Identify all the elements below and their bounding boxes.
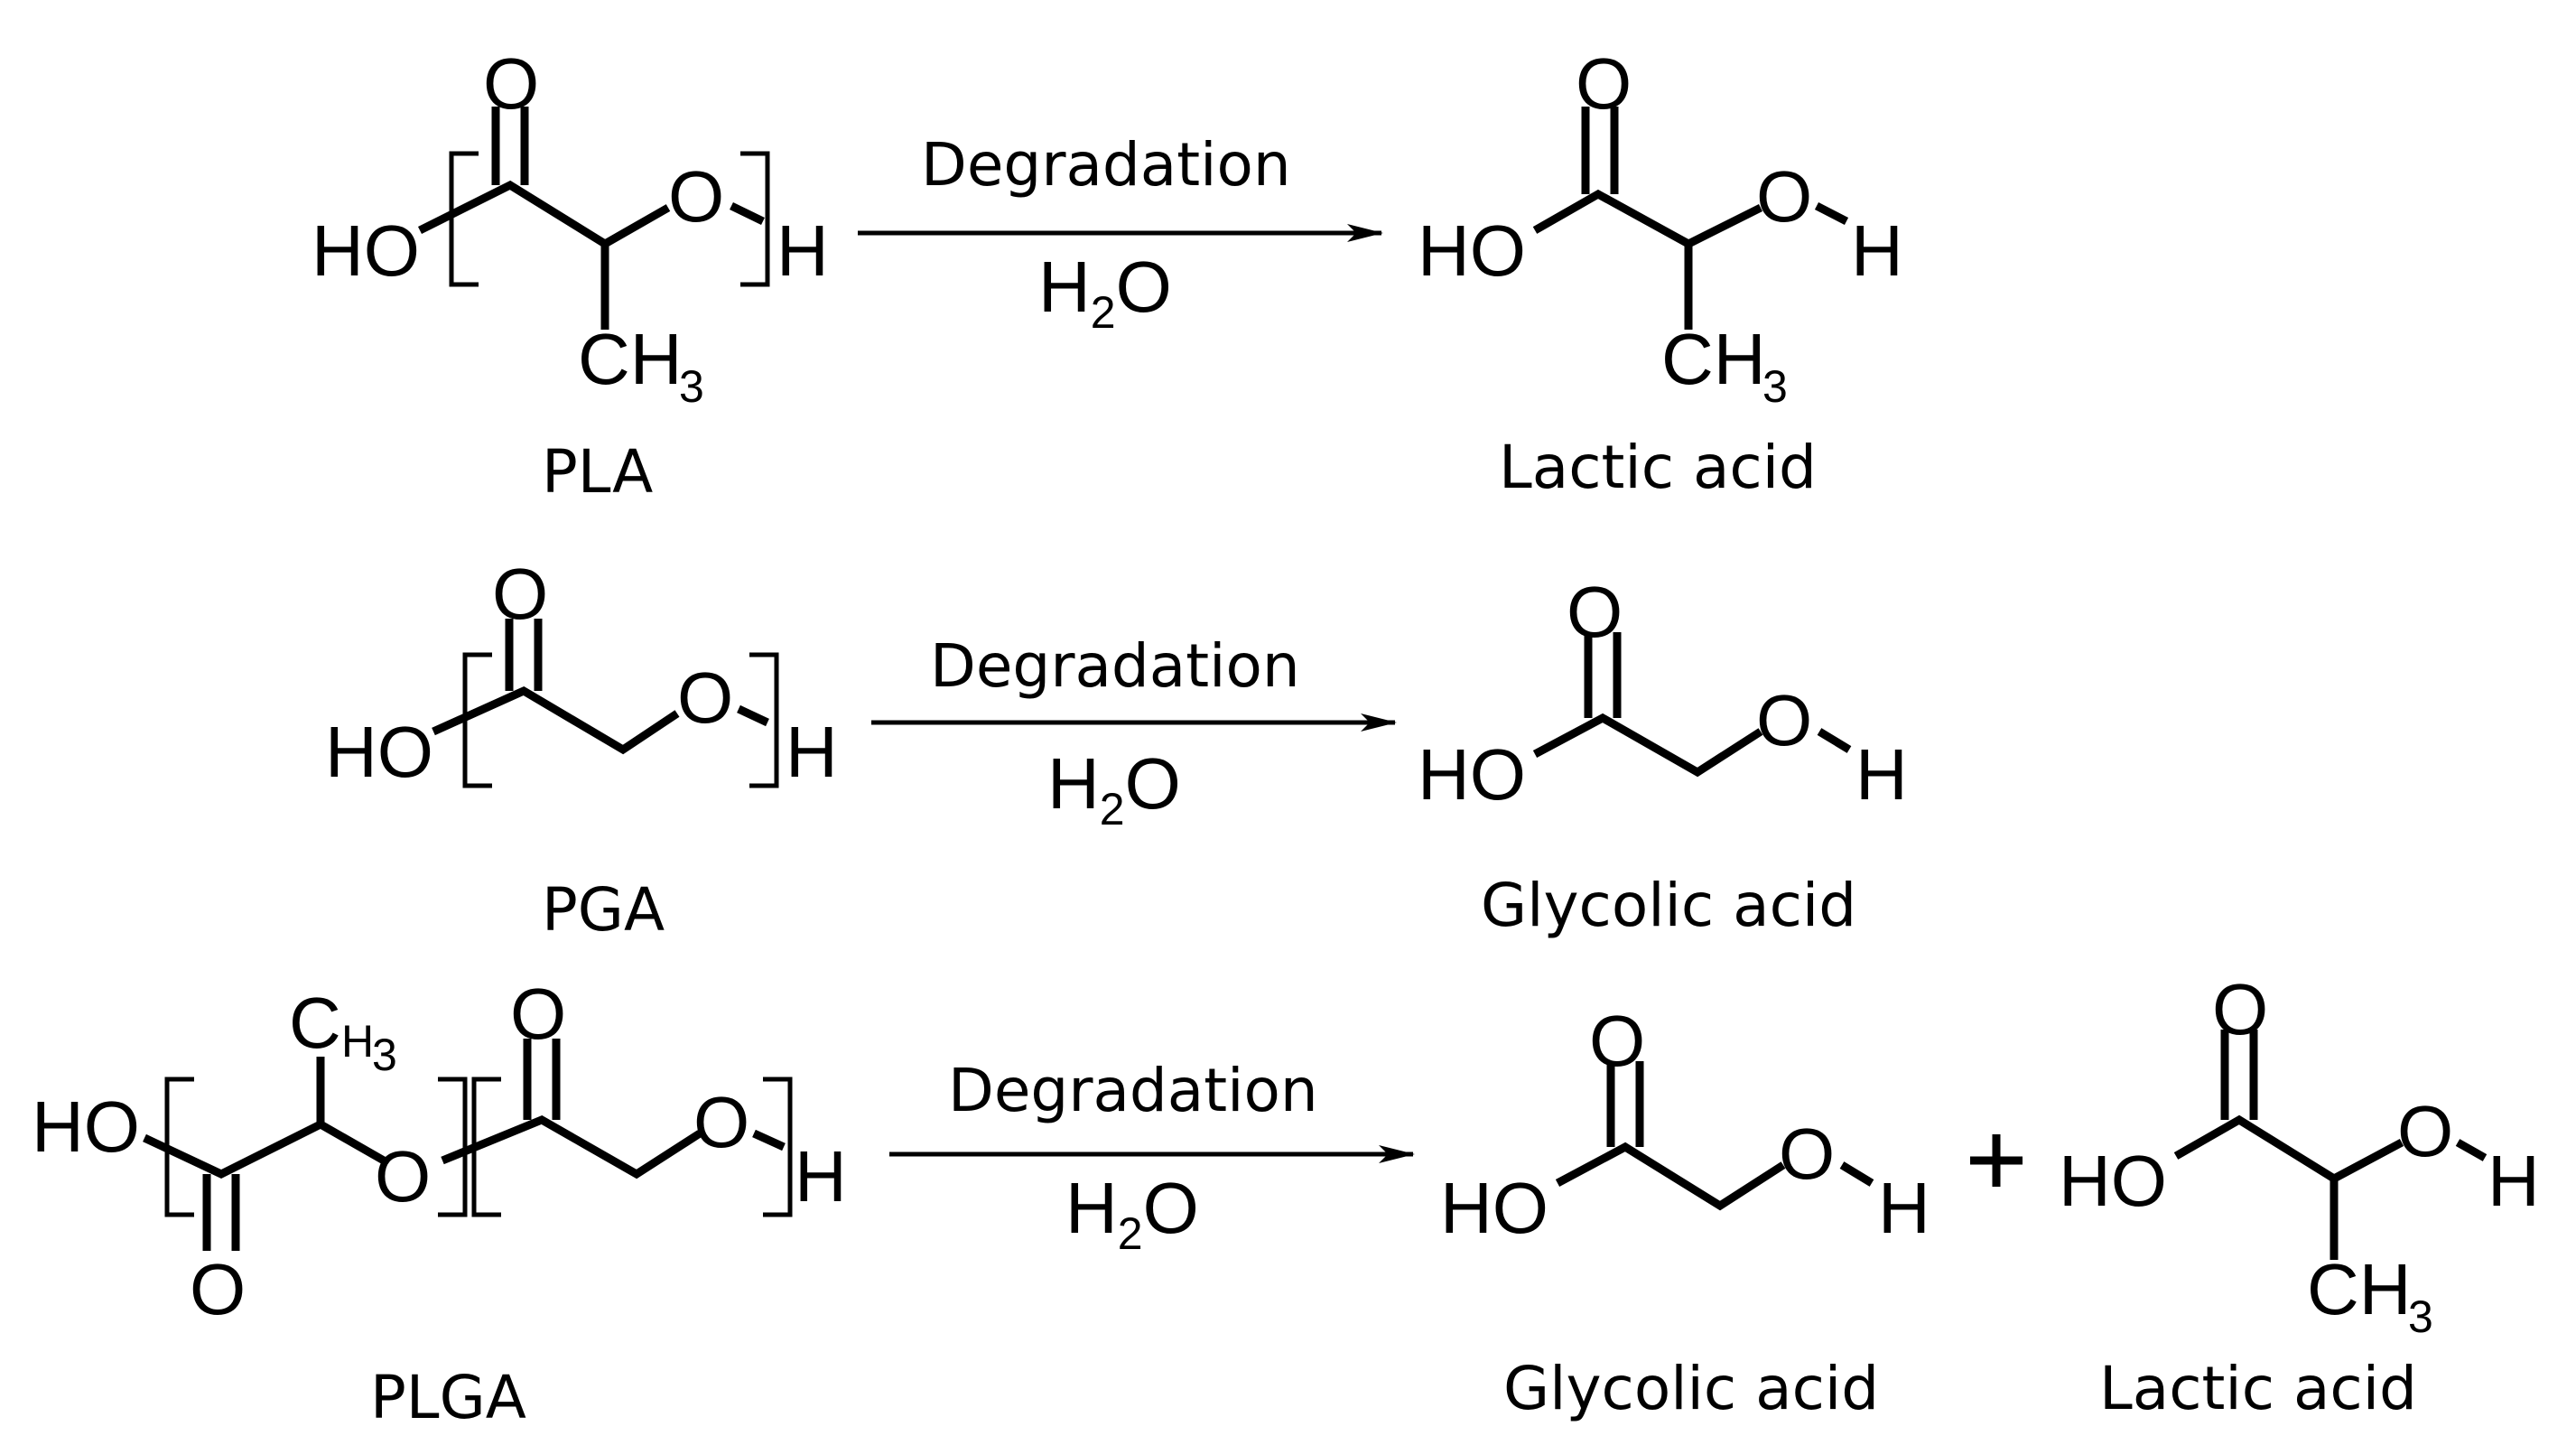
glycolic-acid-1-label: Glycolic acid — [1481, 871, 1856, 940]
la2-oh-bond — [2455, 1139, 2488, 1161]
la2-hydroxyl-h: H — [2488, 1141, 2540, 1221]
pla-right-bracket — [740, 151, 770, 287]
la1-carbonyl — [1581, 107, 1619, 194]
glycolic-acid-1-structure: HO O O H — [1418, 572, 1908, 815]
reaction-3-water: H2O — [1065, 1168, 1199, 1259]
reaction-1-water: H2O — [1038, 247, 1172, 338]
plga-lactide-carbonyl-o: O — [190, 1249, 246, 1329]
ga1-bonds — [1532, 713, 1763, 778]
la1-carbonyl-o: O — [1576, 43, 1632, 124]
pga-carbonyl-o: O — [492, 554, 548, 634]
pla-methyl-sub: 3 — [679, 361, 704, 412]
plga-glycolide-carbonyl-o: O — [510, 974, 566, 1054]
glycolic-acid-2-label: Glycolic acid — [1503, 1354, 1879, 1423]
plga-right-bracket-1 — [438, 1077, 468, 1217]
la1-methyl-sub: 3 — [1762, 361, 1788, 412]
la1-ho: HO — [1418, 210, 1526, 291]
pla-left-bracket — [449, 151, 479, 287]
la1-hydroxyl-h: H — [1851, 210, 1903, 291]
pla-end-h: H — [777, 210, 829, 291]
la2-carbonyl — [2220, 1030, 2258, 1120]
la2-carbonyl-o: O — [2212, 969, 2268, 1049]
plga-methyl-h: H — [341, 1016, 374, 1067]
la1-bonds — [1532, 189, 1763, 330]
ga2-carbonyl-o: O — [1589, 1001, 1645, 1081]
pla-ho: HO — [312, 210, 420, 291]
lactic-acid-2-label: Lactic acid — [2099, 1354, 2417, 1423]
ga1-oh-bond — [1817, 728, 1852, 753]
ga1-hydroxyl-o: O — [1756, 680, 1812, 760]
pla-carbonyl-o: O — [483, 43, 539, 124]
ga2-bonds — [1555, 1142, 1786, 1211]
pga-ester-o: O — [677, 657, 733, 738]
ga2-hydroxyl-o: O — [1779, 1114, 1835, 1194]
pla-label: PLA — [542, 437, 653, 507]
pla-methyl-ch: CH — [578, 319, 683, 399]
lactic-acid-1-label: Lactic acid — [1499, 433, 1817, 502]
reaction-2-arrow: Degradation H2O — [871, 631, 1397, 834]
plga-right-bracket-2 — [763, 1077, 793, 1217]
reaction-3-arrow: Degradation H2O — [889, 1056, 1415, 1259]
pla-oh-bond — [730, 201, 765, 226]
la2-bonds — [2173, 1114, 2404, 1260]
pla-ester-o: O — [668, 156, 724, 237]
pga-bonds — [432, 685, 680, 755]
ga2-carbonyl — [1606, 1061, 1644, 1147]
plga-structure: HO O C H 3 O O O H — [32, 974, 847, 1329]
la2-ho: HO — [2059, 1141, 2167, 1221]
ga1-carbonyl-o: O — [1567, 572, 1623, 652]
plga-glycolide-carbonyl — [523, 1039, 561, 1120]
plga-ester-o-1: O — [375, 1136, 431, 1217]
pga-end-h: H — [786, 712, 838, 792]
pla-carbonyl — [491, 107, 529, 185]
plga-ester-o-2: O — [693, 1082, 749, 1162]
plga-oh-bond — [752, 1129, 786, 1151]
ga1-carbonyl — [1584, 632, 1622, 718]
ga1-ho: HO — [1418, 734, 1526, 815]
pga-carbonyl — [505, 619, 543, 691]
plga-lactide-carbonyl — [202, 1174, 240, 1251]
pga-oh-bond — [737, 704, 769, 727]
reaction-2-condition-top: Degradation — [930, 631, 1300, 701]
plga-methyl-sub: 3 — [372, 1030, 397, 1080]
la2-methyl-sub: 3 — [2408, 1291, 2433, 1342]
pga-structure: HO O O H — [325, 554, 838, 792]
la1-hydroxyl-o: O — [1756, 156, 1812, 237]
plga-glycolide-bonds — [441, 1115, 702, 1179]
plus-sign — [1970, 1134, 2023, 1187]
glycolic-acid-2-structure: HO O O H — [1440, 1001, 1930, 1248]
la1-oh-bond — [1814, 201, 1849, 226]
pla-structure: HO O O H CH 3 — [312, 43, 829, 412]
pga-right-bracket — [749, 652, 779, 788]
reaction-3-condition-top: Degradation — [948, 1056, 1318, 1125]
plga-ho: HO — [32, 1086, 140, 1167]
reaction-1-condition-top: Degradation — [921, 130, 1291, 200]
plga-lactide-bonds — [143, 1057, 386, 1179]
pga-ho: HO — [325, 712, 433, 792]
plga-label: PLGA — [370, 1363, 526, 1432]
pla-bonds — [417, 180, 671, 330]
pga-left-bracket — [462, 652, 492, 788]
la2-methyl-ch: CH — [2307, 1249, 2412, 1329]
lactic-acid-1-structure: HO O O H CH 3 — [1418, 43, 1903, 412]
lactic-acid-2-structure: HO O O H CH 3 — [2059, 969, 2540, 1342]
ga2-ho: HO — [1440, 1168, 1548, 1248]
la2-hydroxyl-o: O — [2397, 1091, 2453, 1171]
reaction-2-water: H2O — [1047, 743, 1181, 834]
plga-methyl-c: C — [289, 983, 341, 1063]
ga2-oh-bond — [1839, 1161, 1874, 1187]
la1-methyl-ch: CH — [1661, 319, 1766, 399]
pga-label: PGA — [542, 875, 665, 945]
ga1-hydroxyl-h: H — [1855, 734, 1908, 815]
reaction-1-arrow: Degradation H2O — [858, 130, 1383, 338]
plga-end-h: H — [795, 1136, 847, 1217]
ga2-hydroxyl-h: H — [1878, 1168, 1930, 1248]
